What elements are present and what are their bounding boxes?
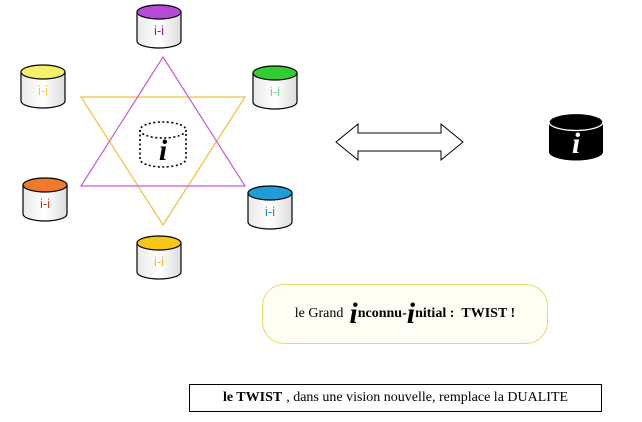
cylinder-body — [136, 11, 182, 49]
cylinder-upper-right: i-i — [252, 65, 298, 110]
cylinder-top — [252, 65, 298, 81]
cylinder-top — [136, 4, 182, 20]
cylinder-body — [20, 71, 66, 109]
cylinder-lower-left: i-i — [22, 177, 68, 222]
cylinder-bottom: i-i — [136, 235, 182, 280]
cylinder-body — [252, 72, 298, 110]
cylinder-body — [247, 192, 293, 230]
statement-lead: le TWIST — [222, 390, 283, 405]
black-cylinder-glyph: i — [572, 127, 581, 160]
upward-triangle — [79, 55, 247, 187]
double-arrow-icon — [335, 122, 464, 162]
cylinder-label: i-i — [40, 196, 50, 211]
callout-big-letter-1: i — [349, 297, 358, 330]
callout-word-2: nitial : — [415, 306, 455, 321]
cylinder-label: i-i — [154, 23, 164, 38]
center-glyph: i — [159, 134, 168, 167]
center-cylinder: i — [139, 121, 187, 168]
colored-cylinders: i-i i-i i-i i-i i-i i-i — [20, 4, 298, 280]
cylinder-label: i-i — [265, 204, 275, 219]
downward-triangle — [79, 96, 247, 227]
cylinder-body — [136, 242, 182, 280]
statement-rest: , dans une vision nouvelle, remplace la … — [286, 390, 569, 405]
cylinder-label: i-i — [38, 83, 48, 98]
callout-suffix: TWIST ! — [461, 306, 516, 321]
cylinder-top — [22, 177, 68, 193]
cylinder-upper-left: i-i — [20, 64, 66, 109]
cylinder-lower-right: i-i — [247, 185, 293, 230]
cylinder-top — [136, 235, 182, 251]
cylinder-label: i-i — [270, 84, 280, 99]
cylinder-label: i-i — [154, 254, 164, 269]
cylinder-top — [20, 64, 66, 80]
black-cylinder: i — [548, 112, 604, 161]
cylinder-top: i-i — [136, 4, 182, 49]
callout-big-letter-2: i — [406, 297, 416, 330]
callout-prefix: le Grand — [294, 306, 344, 321]
callout-word-1: nconnu- — [357, 306, 407, 321]
twist-statement: le TWIST , dans une vision nouvelle, rem… — [189, 384, 602, 412]
cylinder-top — [247, 185, 293, 201]
cylinder-body — [22, 184, 68, 222]
